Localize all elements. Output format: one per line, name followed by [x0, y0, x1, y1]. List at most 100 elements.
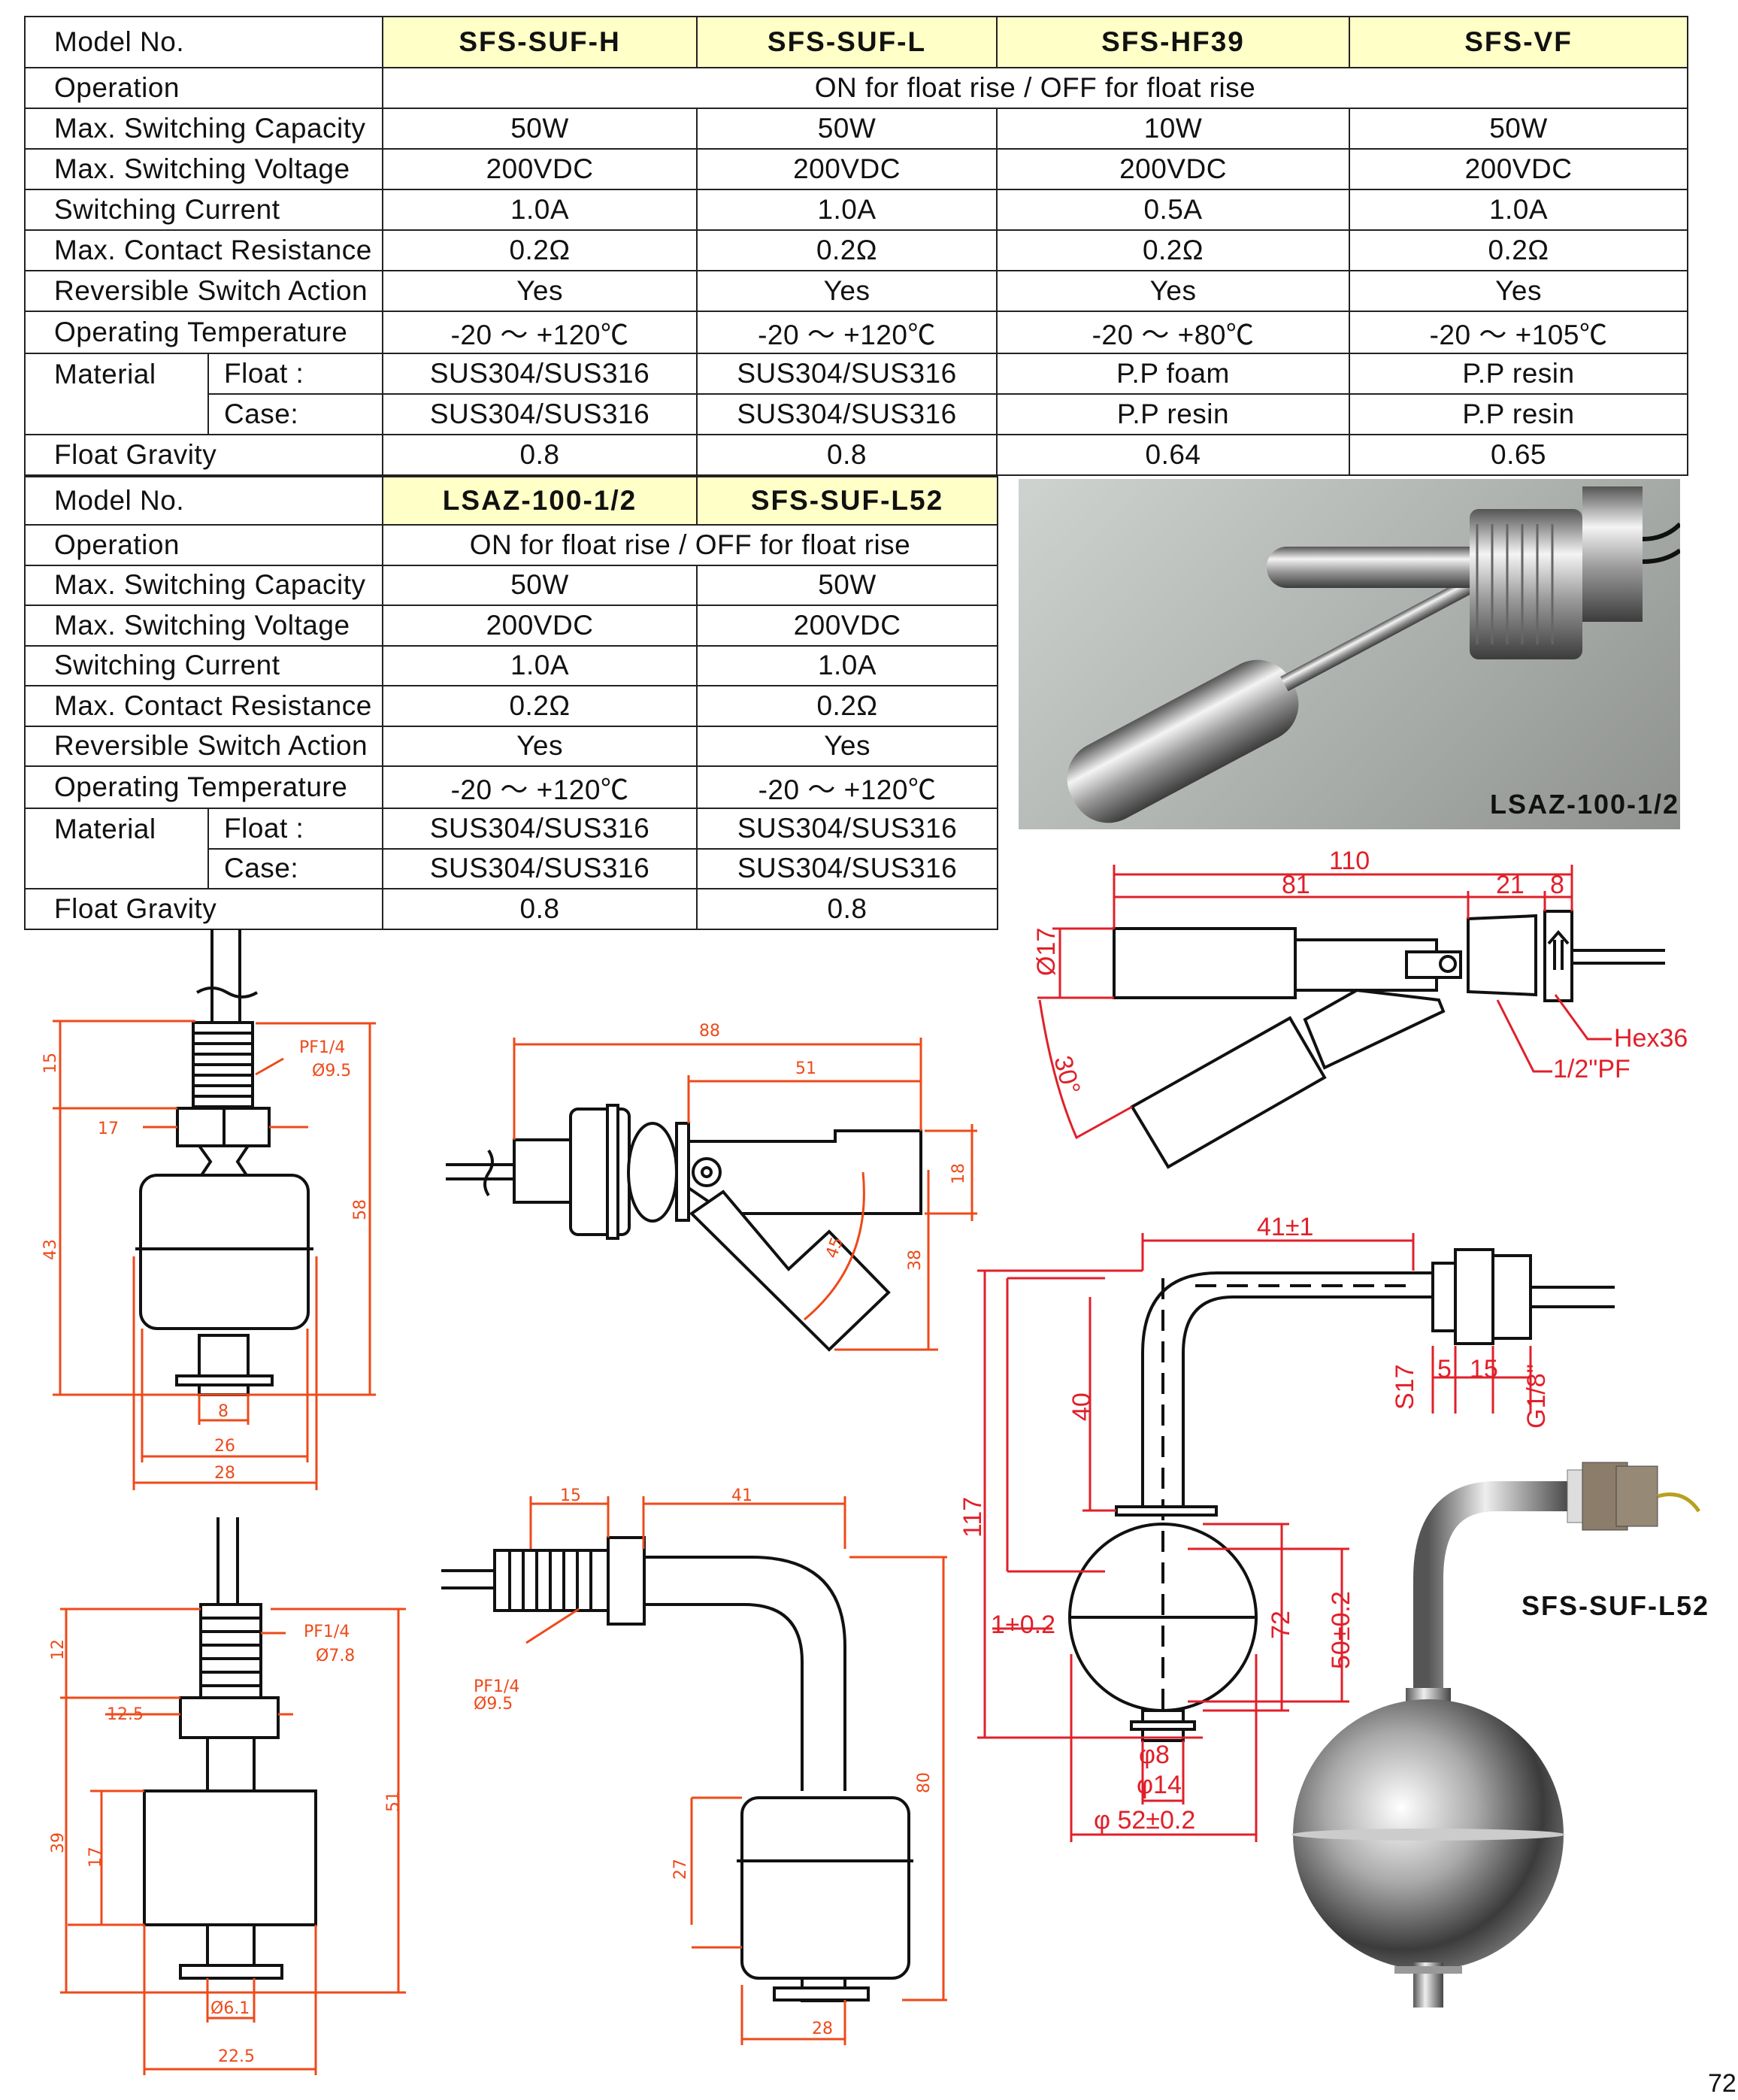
spec-value: 10W [996, 108, 1351, 150]
model-no-label: Model No. [23, 16, 384, 68]
spec-value: 0.65 [1349, 434, 1689, 476]
drawing-sfs-suf-h: PF1/4 Ø9.5 15 17 43 58 8 26 28 [41, 929, 376, 1490]
label-18: 18 [949, 1163, 968, 1184]
row-label: Operation [23, 524, 384, 566]
label-s17: S17 [1391, 1365, 1419, 1411]
spec-value: 50W [382, 564, 698, 606]
spec-value: SUS304/SUS316 [382, 393, 698, 435]
label-dia: Ø7.8 [316, 1647, 355, 1665]
label-phi52: φ 52±0.2 [1094, 1806, 1195, 1835]
model-header: SFS-SUF-L52 [696, 476, 999, 526]
label-pf14: PF1/4 [474, 1677, 519, 1696]
case-label: Case: [207, 393, 384, 435]
spec-value: P.P resin [1349, 353, 1689, 395]
label-41: 41±1 [1257, 1213, 1313, 1241]
model-header: SFS-SUF-H [382, 16, 698, 68]
label-38: 38 [906, 1250, 925, 1271]
drawing-sfs-vf: 15 41 PF1/4 Ø9.5 80 27 28 [441, 1486, 947, 2045]
label-40: 40 [1067, 1392, 1096, 1421]
label-17: 17 [86, 1847, 105, 1868]
spec-value: 0.64 [996, 434, 1351, 476]
model-header: SFS-HF39 [996, 16, 1351, 68]
spec-value: 1.0A [382, 644, 698, 686]
spec-value: 50W [696, 564, 999, 606]
spec-value: Yes [382, 270, 698, 312]
label-88: 88 [699, 1022, 720, 1041]
label-12-5: 12.5 [107, 1705, 144, 1724]
label-39: 39 [49, 1832, 68, 1853]
spec-value: SUS304/SUS316 [696, 353, 998, 395]
label-15: 15 [1470, 1355, 1498, 1383]
label-26: 26 [214, 1437, 235, 1456]
row-label: Float Gravity [23, 888, 384, 930]
spec-value: 200VDC [696, 605, 999, 647]
row-label: Max. Switching Capacity [23, 108, 384, 150]
spec-value: Yes [1349, 270, 1689, 312]
spec-value: SUS304/SUS316 [382, 353, 698, 395]
spec-value: Yes [996, 270, 1351, 312]
label-pf14: PF1/4 [299, 1038, 345, 1057]
row-label: Operating Temperature [23, 765, 384, 809]
row-label: Reversible Switch Action [23, 725, 384, 767]
model-header: SFS-VF [1349, 16, 1689, 68]
spec-value: SUS304/SUS316 [382, 808, 698, 850]
label-81: 81 [1282, 871, 1310, 899]
label-43: 43 [41, 1239, 60, 1260]
operation-value: ON for float rise / OFF for float rise [382, 524, 999, 566]
spec-value: SUS304/SUS316 [696, 393, 998, 435]
row-label: Max. Contact Resistance [23, 685, 384, 727]
row-label: Reversible Switch Action [23, 270, 384, 312]
spec-value: 0.2Ω [382, 685, 698, 727]
spec-value: -20 ～ +120℃ [382, 765, 698, 809]
label-hex36: Hex36 [1614, 1024, 1688, 1053]
spec-value: SUS304/SUS316 [696, 808, 999, 850]
spec-row: Operating Temperature-20 ～ +120℃-20 ～ +1… [23, 311, 1689, 354]
spec-row: Operating Temperature-20 ～ +120℃-20 ～ +1… [23, 765, 999, 809]
spec-value: 0.8 [696, 434, 998, 476]
row-label: Max. Switching Capacity [23, 564, 384, 606]
spec-value: P.P resin [1349, 393, 1689, 435]
label-50: 50±0.2 [1327, 1591, 1355, 1669]
label-dia: Ø9.5 [474, 1695, 513, 1714]
label-5: 5 [1437, 1355, 1452, 1383]
l52-photo-label: SFS-SUF-L52 [1522, 1590, 1709, 1621]
label-22-5: 22.5 [218, 2047, 255, 2066]
label-g18: G1/8" [1522, 1364, 1551, 1429]
spec-value: 1.0A [696, 189, 998, 231]
row-label: Float Gravity [23, 434, 384, 476]
row-label: Operating Temperature [23, 311, 384, 354]
lsaz-product-photo: LSAZ-100-1/2 [1019, 479, 1682, 829]
label-80: 80 [915, 1772, 934, 1793]
label-1-0-2: 1+0.2 [991, 1611, 1055, 1639]
spec-value: -20 ～ +80℃ [996, 311, 1351, 354]
operation-value: ON for float rise / OFF for float rise [382, 67, 1689, 109]
spec-value: -20 ～ +120℃ [696, 765, 999, 809]
label-phi8: φ8 [1139, 1741, 1170, 1769]
label-dia61: Ø6.1 [210, 1999, 250, 2018]
spec-value: 0.2Ω [996, 229, 1351, 271]
sfs-suf-l52-photo: SFS-SUF-L52 [1291, 1462, 1709, 2008]
page-number: 72 [1708, 2069, 1736, 2098]
spec-value: P.P foam [996, 353, 1351, 395]
label-30deg: 30° [1048, 1053, 1085, 1098]
label-110: 110 [1329, 847, 1370, 875]
case-label: Case: [207, 847, 384, 889]
